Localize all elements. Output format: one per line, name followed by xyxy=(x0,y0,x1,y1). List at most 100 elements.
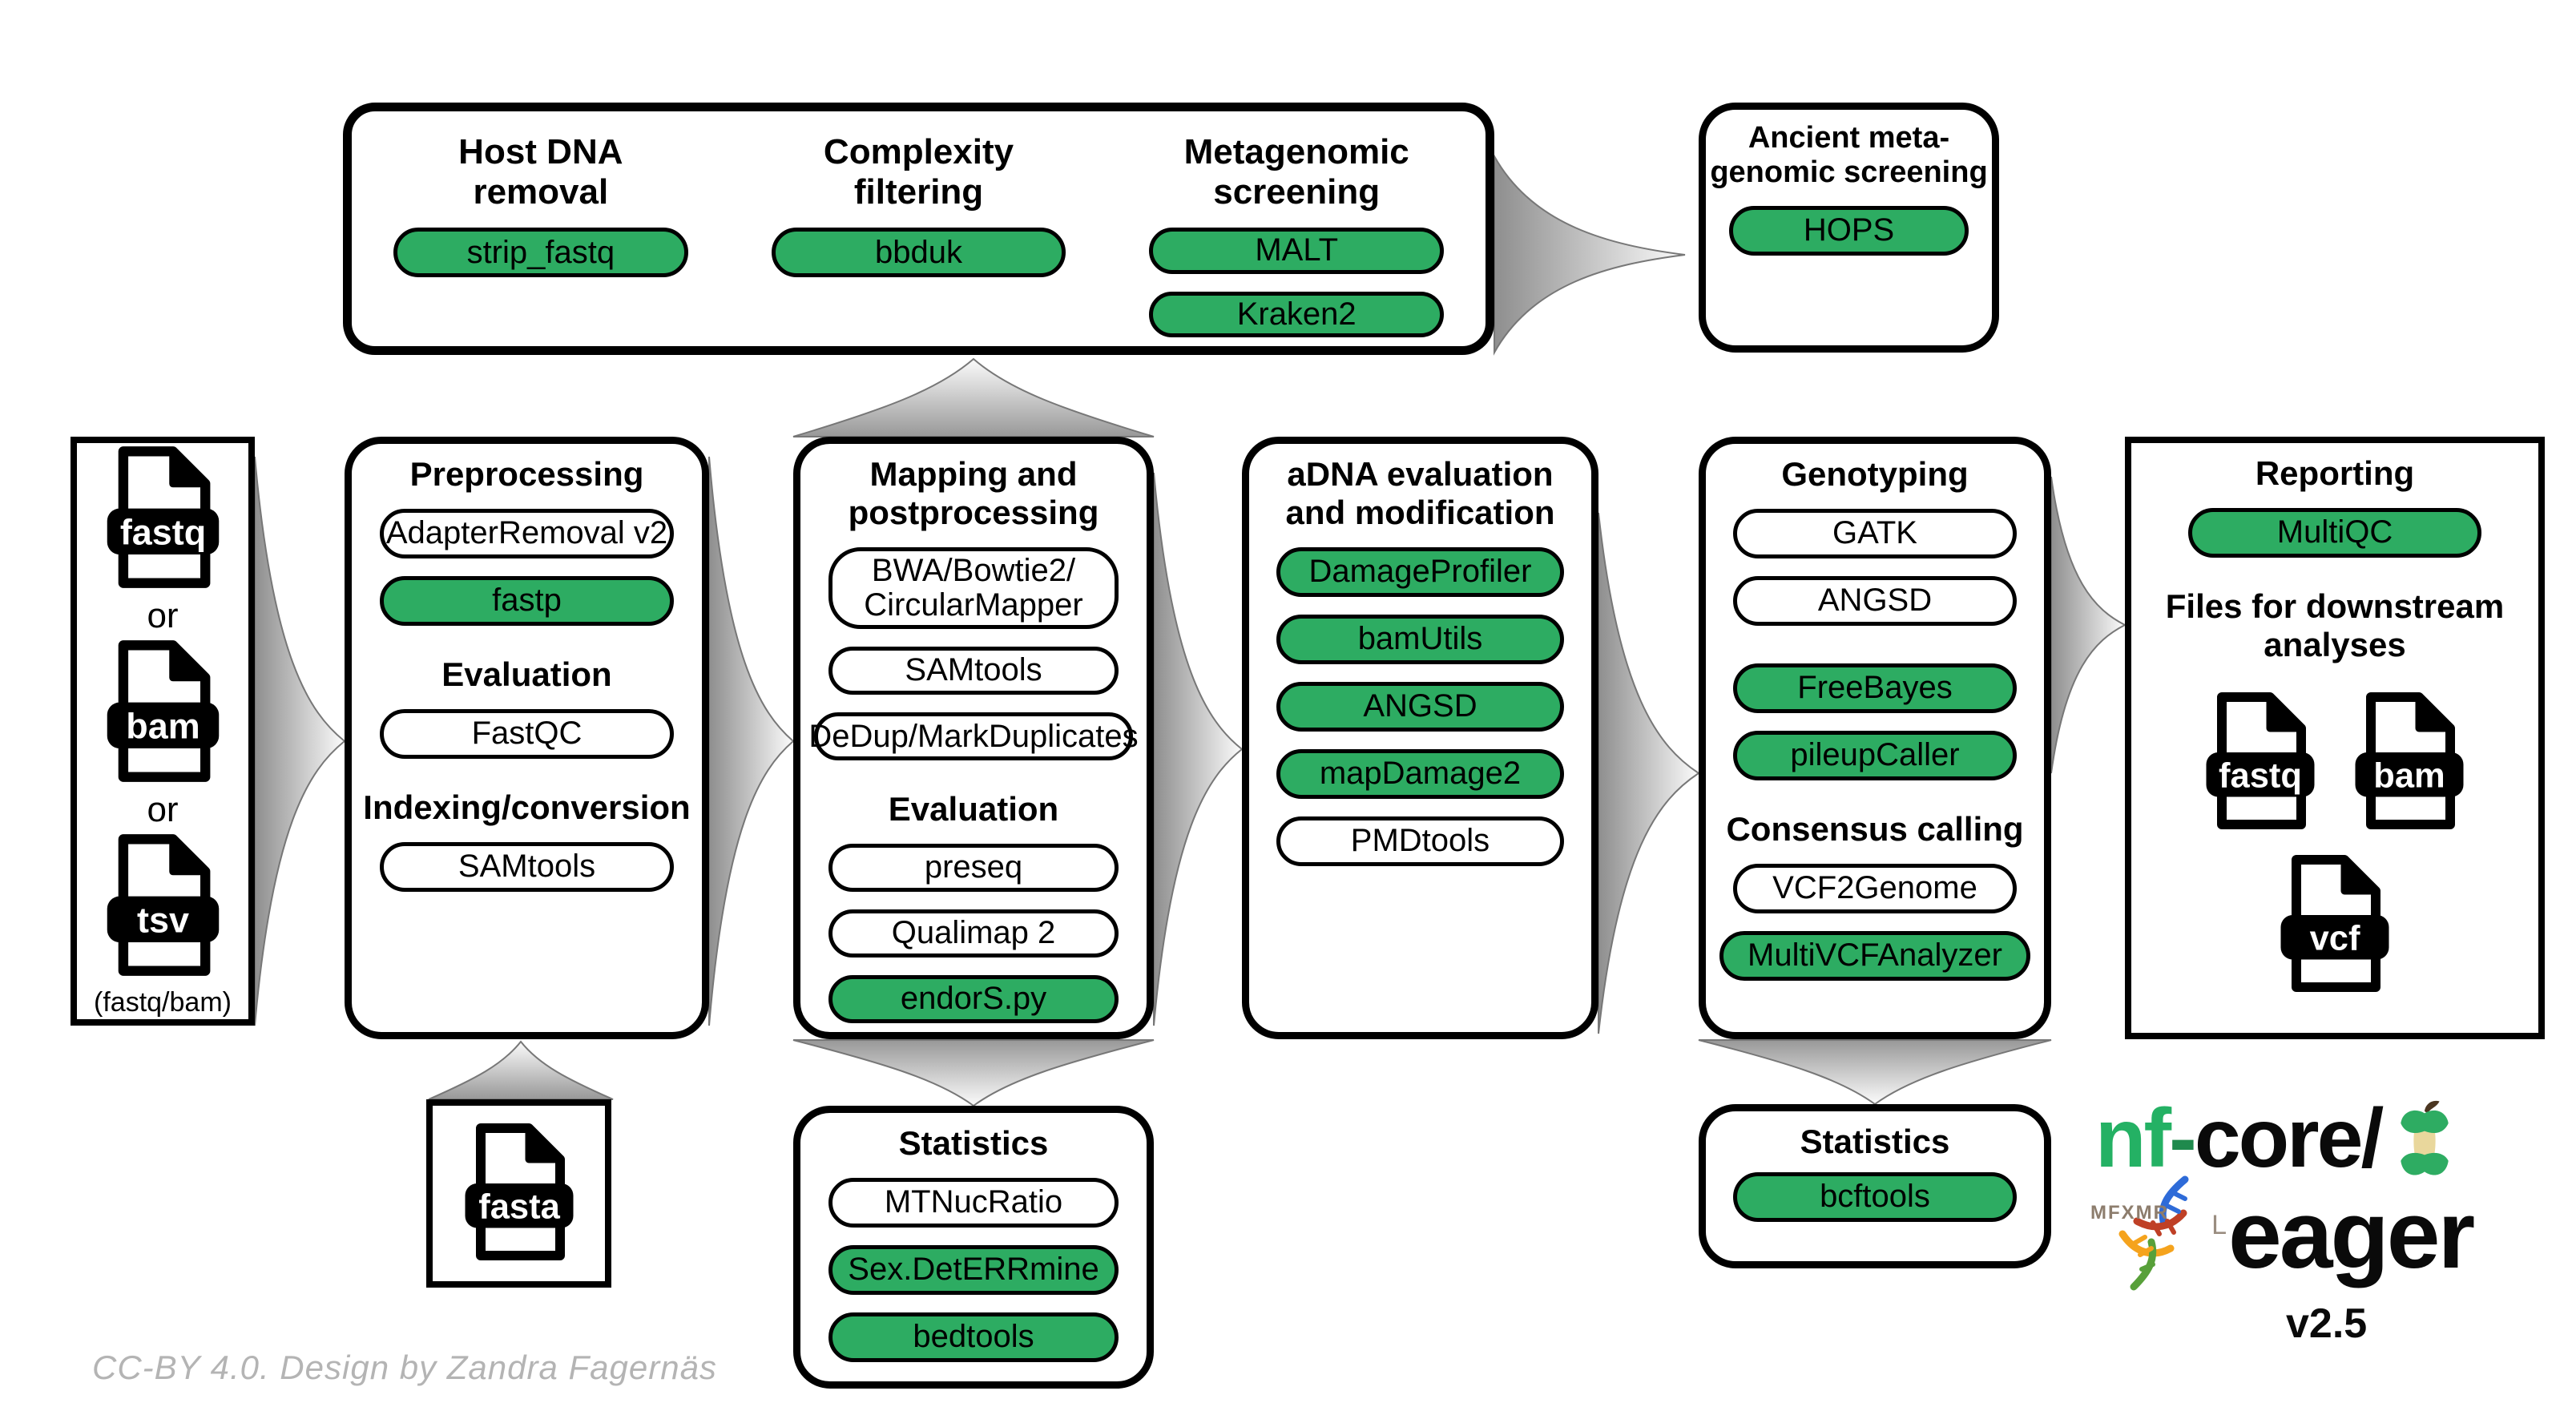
file-fold xyxy=(2415,693,2454,732)
logo-text-core: core/ xyxy=(2194,1092,2385,1185)
file-icon-wrap: tsv xyxy=(101,832,225,982)
tool-pill-kraken2: Kraken2 xyxy=(1149,291,1445,337)
arrow-mapping-to-statistics xyxy=(792,1039,1155,1107)
panel-body: fasta xyxy=(433,1106,605,1281)
apple-core-icon xyxy=(2401,1100,2449,1175)
tool-pill-dedup-markduplicates: DeDup/MarkDuplicates xyxy=(808,712,1139,761)
file-label-band xyxy=(2280,914,2389,960)
file-label-band xyxy=(2206,752,2315,797)
tool-pill-samtools: SAMtools xyxy=(828,647,1119,695)
tool-pill-freebayes: FreeBayes xyxy=(1732,663,2018,713)
file-icon-row: fastq bam xyxy=(2200,690,2469,832)
logo-text-nf: nf xyxy=(2095,1092,2171,1185)
section-heading: Evaluation xyxy=(888,790,1059,828)
arrow-input-to-preprocessing xyxy=(254,456,346,1026)
tool-pill-damageprofiler: DamageProfiler xyxy=(1276,546,1564,597)
file-label-band xyxy=(107,896,219,942)
helix-rungs-blue xyxy=(2163,1190,2187,1214)
arrow-mapping-to-adna xyxy=(1153,472,1244,1026)
tool-pill-qualimap-2: Qualimap 2 xyxy=(828,909,1119,958)
tool-pill-malt: MALT xyxy=(1149,228,1445,274)
arrow-genotyping-to-reporting xyxy=(2050,476,2127,774)
file-glyph: vcf xyxy=(2280,854,2389,992)
file-label: vcf xyxy=(2310,919,2360,958)
or-label: or xyxy=(147,790,179,829)
panel-fasta-reference: fasta xyxy=(426,1099,611,1288)
tool-pill-multiqc: MultiQC xyxy=(2188,507,2481,558)
input-format-note: (fastq/bam) xyxy=(94,987,232,1018)
helix-strand-blue xyxy=(2159,1175,2189,1228)
tool-pill-bedtools: bedtools xyxy=(828,1312,1119,1362)
section-heading: aDNA evaluation and modification xyxy=(1285,455,1555,531)
section-heading: Ancient meta- genomic screening xyxy=(1710,121,1988,190)
tool-pill-strip-fastq: strip_fastq xyxy=(393,228,688,278)
section-heading: Evaluation xyxy=(441,655,612,693)
file-icon-fasta: fasta xyxy=(459,1121,579,1263)
file-icon-fastq: fastq xyxy=(2200,690,2320,832)
apple-stem xyxy=(2425,1100,2440,1114)
arrow-adna-to-genotyping xyxy=(1598,512,1700,1034)
section-heading: Mapping and postprocessing xyxy=(848,455,1099,531)
tool-pill-fastp: fastp xyxy=(379,575,675,626)
file-icon-vcf: vcf xyxy=(2275,853,2395,994)
file-label: bam xyxy=(2373,756,2445,795)
section-heading: Genotyping xyxy=(1781,455,1969,493)
file-label: bam xyxy=(126,706,200,747)
section-heading: Statistics xyxy=(898,1124,1049,1162)
arrow-mapping-to-screening xyxy=(792,357,1155,437)
section-heading: Metagenomic screening xyxy=(1183,132,1409,212)
rune-text: MFXMR xyxy=(2090,1202,2169,1224)
section-heading: Complexity filtering xyxy=(823,132,1014,212)
tool-pill-fastqc: FastQC xyxy=(379,708,675,759)
file-fold xyxy=(525,1124,563,1163)
tool-pill-mtnucratio: MTNucRatio xyxy=(828,1177,1119,1228)
logo-version: v2.5 xyxy=(2286,1300,2368,1347)
arrow-genotyping-to-statistics xyxy=(1698,1039,2052,1106)
section-heading: Files for downstream analyses xyxy=(2165,587,2505,663)
credit-text: CC-BY 4.0. Design by Zandra Fagernäs xyxy=(92,1349,717,1386)
rune-l: L xyxy=(2211,1210,2227,1240)
tool-pill-vcf2genome: VCF2Genome xyxy=(1732,863,2018,913)
section-heading: Host DNA removal xyxy=(458,132,623,212)
tool-pill-gatk: GATK xyxy=(1732,508,2018,558)
file-icon-bam: bam xyxy=(101,638,225,784)
file-fold xyxy=(168,641,209,682)
file-glyph: fasta xyxy=(465,1123,573,1260)
file-fold xyxy=(2266,693,2305,732)
logo-text-eager: eager xyxy=(2228,1181,2475,1288)
file-glyph: tsv xyxy=(107,834,219,976)
tool-pill-preseq: preseq xyxy=(828,843,1119,892)
or-label: or xyxy=(147,596,179,635)
helix-rungs-orange xyxy=(2131,1235,2154,1257)
file-glyph: fastq xyxy=(2206,691,2315,829)
helix-glyph xyxy=(2118,1175,2189,1291)
section-heading: Consensus calling xyxy=(1726,809,2024,848)
tool-pill-hops: HOPS xyxy=(1728,205,1969,256)
helix-strand-red xyxy=(2133,1209,2187,1231)
logo-line2: MFXMR L eager xyxy=(2090,1175,2568,1295)
panel-metagenomic-screening: Host DNA removal strip_fastq Complexity fi… xyxy=(343,103,1494,355)
tool-pill-endors-py: endorS.py xyxy=(828,975,1119,1024)
helix-rungs-red xyxy=(2151,1219,2176,1236)
section-heading: Reporting xyxy=(2255,454,2415,492)
panel-columns: Host DNA removal strip_fastq Complexity fi… xyxy=(352,111,1486,346)
section-heading: Preprocessing xyxy=(409,455,644,493)
file-icon-wrap: vcf xyxy=(2275,832,2395,998)
apple-top xyxy=(2401,1110,2449,1134)
